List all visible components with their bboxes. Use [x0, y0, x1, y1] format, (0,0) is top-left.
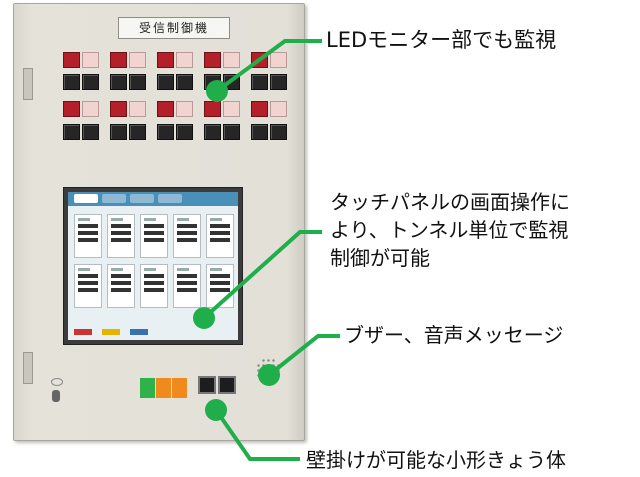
callout-dot-led: [206, 80, 228, 102]
lock-ring: [51, 378, 63, 386]
legend-red: [74, 329, 92, 335]
led-indicator: [157, 52, 193, 68]
tunnel-tile[interactable]: [107, 214, 135, 258]
screen-tab[interactable]: [158, 194, 182, 203]
control-button-pair[interactable]: [110, 124, 146, 140]
status-lamp-green: [140, 378, 155, 398]
callout-dot-buzzer: [258, 364, 280, 386]
led-indicator: [204, 101, 240, 117]
tunnel-tile[interactable]: [107, 264, 135, 308]
key-switch[interactable]: [52, 390, 60, 402]
screen-tab[interactable]: [130, 194, 154, 203]
tunnel-tile[interactable]: [206, 214, 234, 258]
tunnel-tile[interactable]: [74, 264, 102, 308]
legend-yellow: [102, 329, 120, 335]
control-button-pair[interactable]: [157, 74, 193, 90]
callout-label-buzzer: ブザー、音声メッセージ: [344, 323, 564, 347]
callout-label-cabinet: 壁掛けが可能な小形きょう体: [306, 448, 566, 472]
callout-dot-touchpanel: [193, 307, 215, 329]
led-indicator: [157, 101, 193, 117]
tunnel-tile[interactable]: [140, 264, 168, 308]
led-monitor-row-1: [63, 52, 287, 68]
callout-label-touchpanel: タッチパネルの画面操作に より、トンネル単位で監視 制御が可能: [330, 190, 570, 270]
hinge-bottom: [23, 352, 33, 384]
touch-panel-screen[interactable]: [68, 192, 238, 340]
screen-tab-bar: [68, 192, 238, 206]
status-lamp-orange: [156, 378, 171, 398]
title-plate: 受信制御機: [118, 17, 230, 39]
screen-legend: [74, 329, 148, 335]
status-lamp-orange-2: [172, 378, 187, 398]
led-indicator: [63, 101, 99, 117]
push-button[interactable]: [218, 376, 236, 394]
led-indicator: [204, 52, 240, 68]
tunnel-tile[interactable]: [140, 214, 168, 258]
control-button-pair[interactable]: [63, 74, 99, 90]
control-button-pair[interactable]: [157, 124, 193, 140]
control-button-pair[interactable]: [251, 74, 287, 90]
tunnel-tile[interactable]: [173, 264, 201, 308]
control-button-pair[interactable]: [204, 124, 240, 140]
led-monitor-row-2: [63, 101, 287, 117]
led-indicator: [251, 101, 287, 117]
control-button-pair[interactable]: [63, 124, 99, 140]
screen-tab[interactable]: [74, 194, 98, 203]
touch-panel-bezel: [63, 187, 243, 345]
led-indicator: [110, 52, 146, 68]
led-indicator: [63, 52, 99, 68]
tunnel-tile[interactable]: [74, 214, 102, 258]
screen-tab[interactable]: [102, 194, 126, 203]
legend-blue: [130, 329, 148, 335]
callout-dot-cabinet: [205, 399, 227, 421]
tunnel-tile[interactable]: [173, 214, 201, 258]
callout-label-led: LEDモニター部でも監視: [326, 28, 557, 52]
push-button[interactable]: [198, 376, 216, 394]
hinge-top: [23, 68, 33, 100]
led-indicator: [110, 101, 146, 117]
tunnel-tile-grid: [74, 214, 234, 308]
control-button-pair[interactable]: [110, 74, 146, 90]
control-buttons-row-2: [63, 124, 287, 140]
tunnel-tile[interactable]: [206, 264, 234, 308]
control-button-pair[interactable]: [251, 124, 287, 140]
